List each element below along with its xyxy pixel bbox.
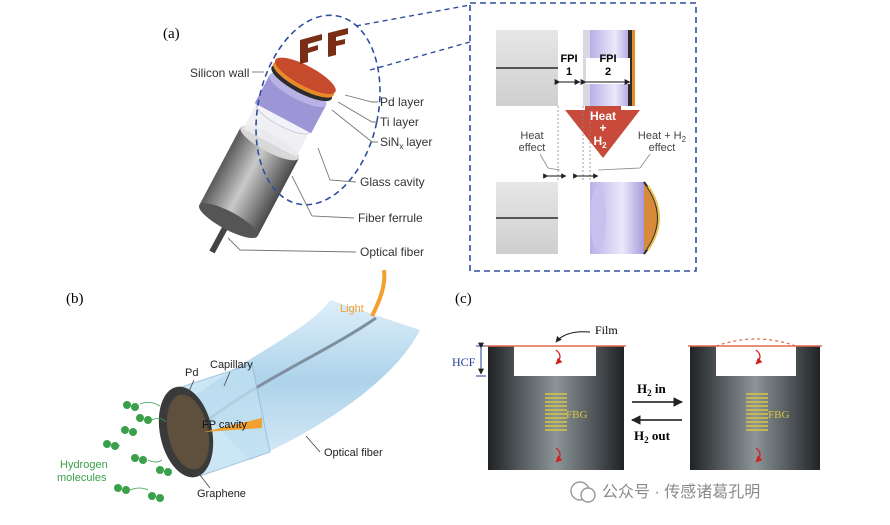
light-beam	[370, 269, 387, 317]
fbg-right-grating	[746, 393, 768, 431]
cavity-bottom-face	[590, 186, 606, 250]
callout-silicon-wall: Silicon wall	[190, 66, 249, 80]
callout-pd-layer: Pd layer	[380, 95, 424, 109]
silicon-wall	[254, 74, 327, 134]
pd-film-top	[632, 30, 635, 106]
label-light: Light	[340, 303, 364, 315]
panel-c-label: (c)	[455, 291, 472, 307]
glass-cavity	[243, 104, 310, 158]
fpi1-num: 1	[566, 66, 572, 78]
watermark-text: 公众号 · 传感诸葛孔明	[602, 483, 760, 501]
label-capillary: Capillary	[210, 359, 253, 371]
panel-a-label: (a)	[163, 26, 180, 42]
arrow-label-heat: Heat	[590, 109, 616, 123]
hcf-label: HCF	[452, 355, 476, 369]
heat-h2-arrow	[565, 110, 640, 158]
zoom-line-top	[355, 4, 471, 27]
fpi2-num: 2	[605, 66, 611, 78]
fbg-left-label: FBG	[566, 409, 587, 421]
hcf-left-cavity	[514, 346, 596, 376]
zoom-line-bottom	[369, 41, 471, 71]
fpi1-label: FPI	[560, 53, 577, 65]
hcf-right: FBG	[688, 338, 822, 470]
hydrogen-molecules	[103, 401, 172, 502]
heat-effect-line1: Heat	[520, 130, 543, 142]
hcf-bracket	[476, 342, 486, 377]
callout-fiber-ferrule: Fiber ferrule	[358, 211, 423, 225]
film-label: Film	[595, 323, 618, 337]
film-pointer	[555, 331, 591, 343]
electrode-right	[328, 28, 348, 57]
ferrule-bottom	[198, 203, 258, 239]
callout-lines	[227, 71, 378, 253]
h2-in-label: H2 in	[637, 381, 666, 398]
fbg-right-label: FBG	[768, 409, 789, 421]
hcf-left: FBG	[486, 345, 626, 470]
label-fp-cavity: FP cavity	[202, 419, 248, 431]
hydrogen-trails	[105, 402, 167, 491]
callout-ti-layer: Ti layer	[380, 115, 419, 129]
label-graphene: Graphene	[197, 488, 246, 500]
dim-guides	[557, 106, 591, 182]
panel-b-label: (b)	[66, 291, 84, 307]
sensor-illustration	[198, 28, 348, 254]
electrode-left	[300, 34, 322, 64]
label-hydrogen-2: molecules	[57, 472, 107, 484]
b-pointers	[185, 371, 321, 489]
reflect-right-top	[755, 349, 763, 365]
heat-h2-effect-line1: Heat + H2	[638, 130, 687, 144]
pd-layer	[275, 57, 336, 95]
capillary-illustration	[158, 269, 420, 478]
label-optical-fiber: Optical fiber	[324, 447, 383, 459]
heat-effect-line2: effect	[519, 142, 546, 154]
h2-out-label: H2 out	[634, 428, 671, 445]
reflect-left-top	[555, 349, 563, 365]
label-pd: Pd	[185, 367, 198, 379]
heat-h2-effect-line2: effect	[649, 142, 676, 154]
zoom-ellipse	[255, 14, 381, 206]
arrow-label-h2: H2	[593, 134, 607, 150]
pd-grid	[166, 394, 210, 470]
fp-cavity-beam	[204, 418, 262, 432]
fpi2-label: FPI	[599, 53, 616, 65]
callout-optical-fiber: Optical fiber	[360, 245, 424, 259]
inset-box: FPI 1 FPI 2 Heat + H2 Heat effect Heat +…	[469, 2, 697, 272]
fbg-left-grating	[545, 393, 567, 431]
arrow-label-plus: +	[599, 121, 606, 135]
callout-glass-cavity: Glass cavity	[360, 175, 425, 189]
watermark: 公众号 · 传感诸葛孔明	[570, 481, 760, 503]
reflect-left-bottom	[555, 447, 563, 463]
film-right-bulge	[715, 338, 797, 347]
optical-fiber-tail	[209, 224, 229, 254]
reflect-right-bottom	[755, 447, 763, 463]
label-hydrogen-1: Hydrogen	[60, 459, 108, 471]
